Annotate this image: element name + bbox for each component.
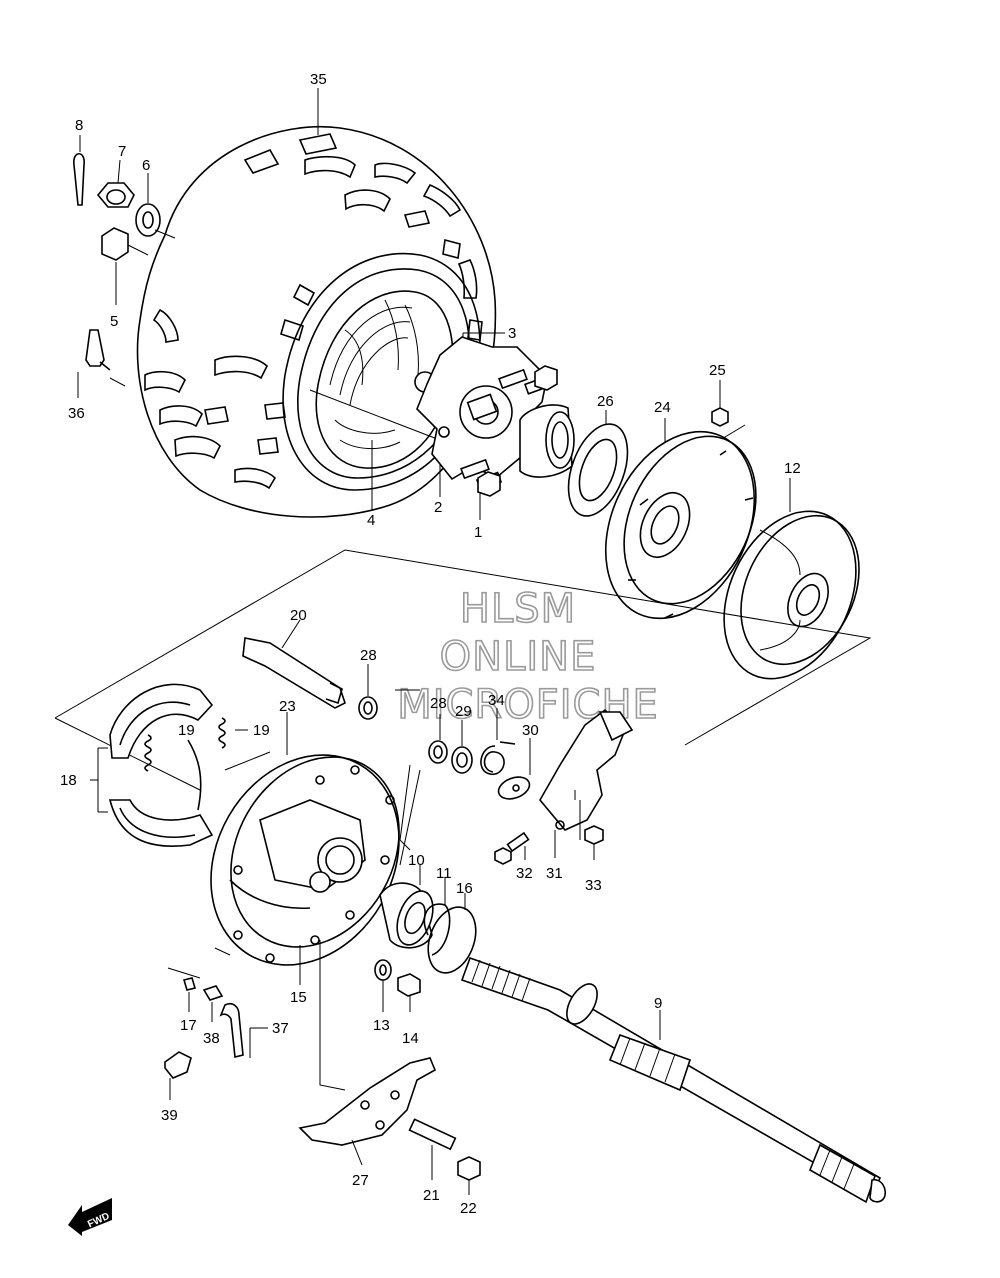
cotter-pin-8 [73, 135, 85, 206]
callout-11: 11 [436, 865, 452, 882]
washer-6 [135, 173, 161, 237]
bracket-parts-lower-left [164, 945, 301, 1100]
callout-33: 33 [585, 877, 602, 894]
callout-31: 31 [546, 865, 563, 882]
callout-18: 18 [60, 772, 77, 789]
watermark-line-2: ONLINE [440, 634, 597, 680]
brake-shoes-18 [90, 683, 248, 847]
watermark: HLSM ONLINE MICROFICHE [396, 585, 658, 729]
brake-arm-parts [399, 708, 634, 866]
callout-5: 5 [110, 313, 118, 330]
callout-38: 38 [203, 1030, 220, 1047]
callout-26: 26 [597, 393, 614, 410]
callout-14: 14 [402, 1030, 419, 1047]
callout-9: 9 [654, 995, 662, 1012]
callout-6: 6 [142, 157, 150, 174]
brake-shoe-27 [298, 940, 437, 1166]
nut-22 [457, 1156, 481, 1195]
washer-13 [374, 959, 392, 1012]
brake-panel-23 [210, 712, 400, 966]
callout-32: 32 [516, 865, 533, 882]
callout-22: 22 [460, 1200, 477, 1217]
callout-35: 35 [310, 71, 327, 88]
callout-28-upper: 28 [360, 647, 377, 664]
callout-39: 39 [161, 1107, 178, 1124]
leader-lines-top [154, 88, 791, 520]
tire-assembly [136, 126, 497, 518]
callout-37: 37 [272, 1020, 289, 1037]
castle-nut-7 [96, 159, 135, 208]
callout-20: 20 [290, 607, 307, 624]
callout-25: 25 [709, 362, 726, 379]
callout-24: 24 [654, 399, 671, 416]
stud-21 [408, 1118, 457, 1180]
o-ring-16 [427, 893, 477, 974]
callout-12: 12 [784, 460, 801, 477]
callout-labels: 35 8 7 6 5 36 3 4 2 1 25 26 24 12 20 28 … [60, 71, 801, 1217]
hub-assembly [416, 336, 575, 497]
callout-36: 36 [68, 405, 85, 422]
fwd-arrow-icon: FWD [68, 1198, 112, 1236]
callout-17: 17 [180, 1017, 197, 1034]
watermark-line-1: HLSM [460, 586, 576, 632]
callout-4: 4 [367, 512, 375, 529]
callout-19-right: 19 [253, 722, 270, 739]
callout-21: 21 [423, 1187, 440, 1204]
callout-3: 3 [508, 325, 516, 342]
callout-30: 30 [522, 722, 539, 739]
callout-13: 13 [373, 1017, 390, 1034]
callout-1: 1 [474, 524, 482, 541]
valve-36 [77, 329, 126, 398]
callout-27: 27 [352, 1172, 369, 1189]
callout-7: 7 [118, 143, 126, 160]
bearing-10 [379, 865, 434, 949]
drum-cover-24 [604, 407, 757, 620]
callout-34: 34 [488, 692, 505, 709]
callout-29: 29 [455, 703, 472, 720]
bolt-14 [397, 973, 421, 1012]
callout-2: 2 [434, 499, 442, 516]
callout-16: 16 [456, 880, 473, 897]
circlip-11 [423, 878, 451, 956]
callout-15: 15 [290, 989, 307, 1006]
callout-23: 23 [279, 698, 296, 715]
callout-10: 10 [408, 852, 425, 869]
rear-axle-9 [460, 956, 887, 1204]
callout-19-left: 19 [178, 722, 195, 739]
camshaft-20 [242, 619, 378, 720]
nut-5 [101, 227, 149, 305]
oil-seal-26 [567, 423, 629, 517]
callout-28-lower: 28 [430, 695, 447, 712]
callout-8: 8 [75, 117, 83, 134]
